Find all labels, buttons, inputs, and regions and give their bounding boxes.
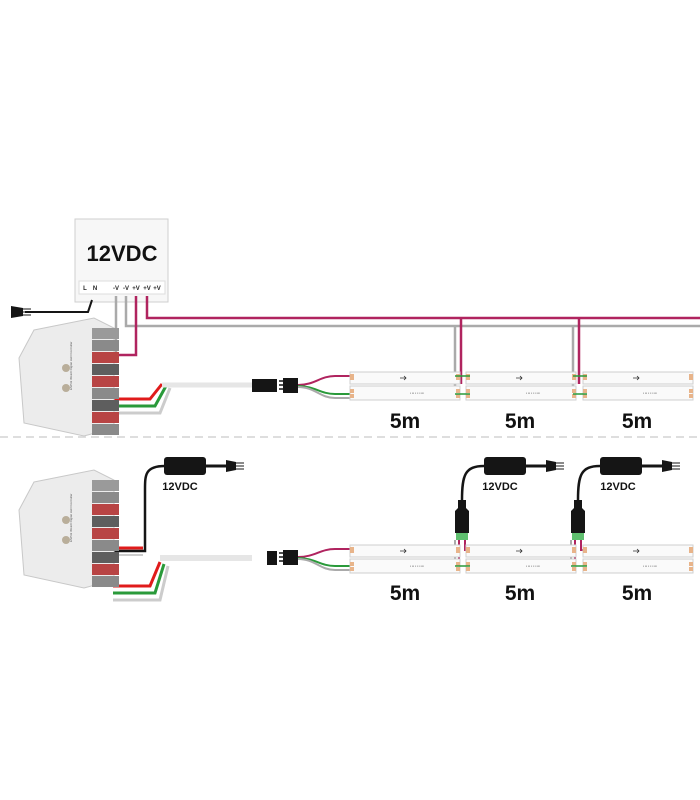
bottom-adapter-2: 12VDC [455, 455, 566, 540]
top-strip-1 [349, 371, 461, 401]
terminal-neg-1: -V [113, 286, 119, 292]
bottom-strip-1 [349, 544, 461, 574]
terminal-pos-3: +V [153, 286, 161, 292]
terminal-pos-1: +V [132, 286, 140, 292]
bottom-segment-length-2: 5m [505, 582, 535, 605]
top-segment-length-3: 5m [622, 410, 652, 433]
bottom-segment-length-1: 5m [390, 582, 420, 605]
adapter-label-2: 12VDC [482, 481, 518, 493]
top-power-supply: 12VDC L N -V -V +V +V +V [74, 218, 169, 303]
bottom-controller-title: ESP32 WLED Digital LED Controller [69, 493, 73, 542]
bottom-segment-length-3: 5m [622, 582, 652, 605]
bottom-adapter-3: 12VDC [571, 455, 682, 540]
top-mains-plug [10, 299, 93, 319]
terminal-neg-2: -V [123, 286, 129, 292]
bottom-adapter-1: 12VDC [162, 455, 246, 493]
terminal-pos-2: +V [143, 286, 151, 292]
top-controller-title: ESP32 WLED Digital LED Controller [69, 341, 73, 390]
terminal-n: N [93, 286, 97, 292]
terminal-l: L [83, 286, 87, 292]
bottom-led-strips [349, 544, 694, 574]
top-segment-length-2: 5m [505, 410, 535, 433]
top-jst-connector [252, 378, 298, 393]
adapter-label-1: 12VDC [162, 481, 198, 493]
top-led-strips [349, 371, 694, 401]
psu-label: 12VDC [87, 241, 158, 266]
adapter-label-3: 12VDC [600, 481, 636, 493]
bottom-jst-connector [267, 550, 298, 565]
top-strip-3 [582, 371, 694, 401]
psu-terminal-labels: L N -V -V +V +V +V [83, 286, 161, 292]
bottom-strip-3 [582, 544, 694, 574]
top-segment-length-1: 5m [390, 410, 420, 433]
top-strip-2 [465, 371, 577, 401]
bottom-strip-2 [465, 544, 577, 574]
